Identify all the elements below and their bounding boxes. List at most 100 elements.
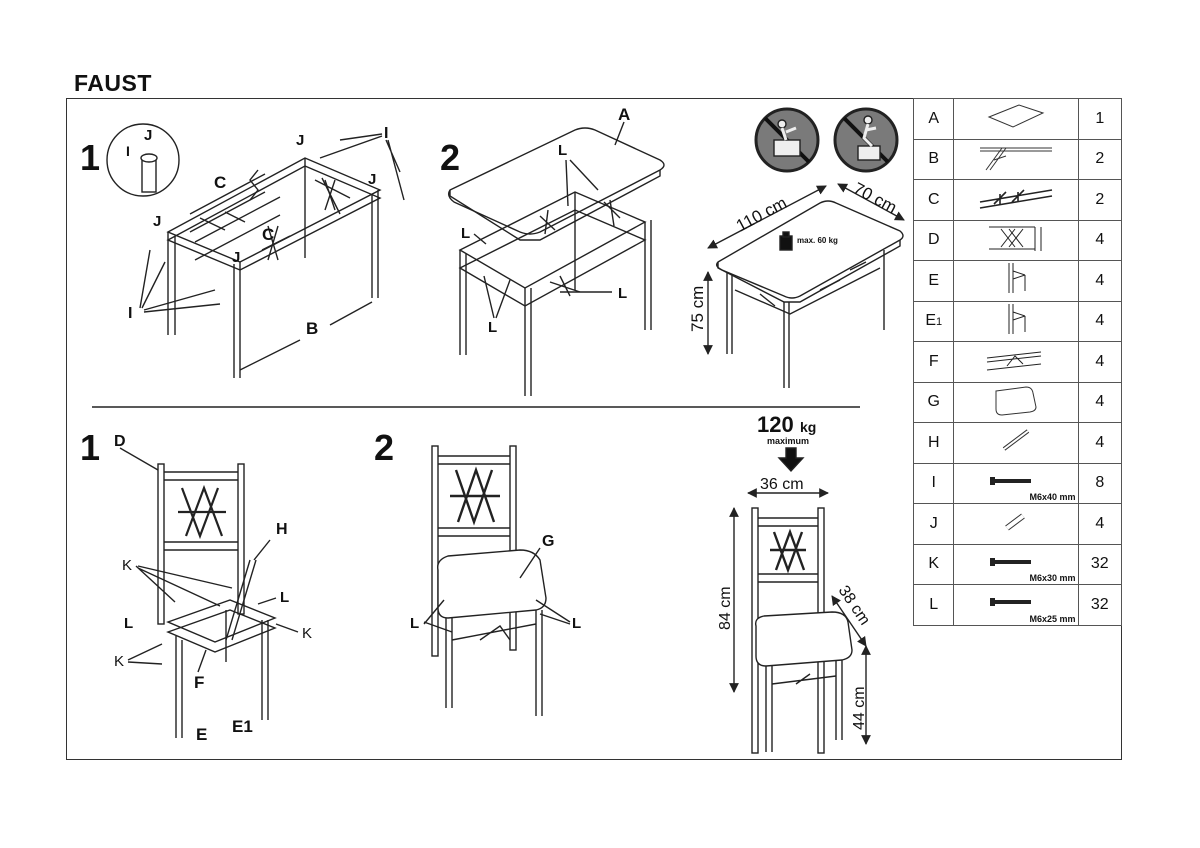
part-picture [953,503,1079,545]
part-code-text: I [931,474,936,492]
part-code: A [912,98,955,140]
label-I: I [126,143,130,159]
label-B: B [306,319,318,338]
table-leg-frame-icon [976,147,1056,176]
label-L: L [558,142,567,159]
label-K: K [114,653,124,670]
part-picture [953,138,1079,180]
side-rail-icon [976,189,1056,216]
part-code-text: J [929,514,938,532]
weight-icon [779,235,793,251]
chair-dimension-drawing: 120 kg maximum 36 cm 84 cm 38 cm 44 cm [717,412,873,754]
label-J: J [368,171,376,188]
part-code-text: L [929,595,939,613]
label-L: L [572,615,581,632]
part-code: E [912,260,955,302]
part-code: L [912,584,955,626]
part-code: D [912,219,955,261]
part-quantity: 4 [1077,503,1123,545]
part-quantity: 32 [1077,584,1123,626]
chair-load-value: 120 [757,412,794,437]
step-number: 1 [80,137,100,178]
part-picture [953,381,1079,423]
rod-icon [986,429,1046,459]
part-code-text: H [927,433,940,451]
part-quantity: 8 [1077,462,1123,504]
part-quantity: 1 [1077,98,1123,140]
tabletop-drawing [447,127,665,235]
table-dimension-drawing: 110 cm 70 cm 75 cm max. 60 kg [688,179,905,388]
label-I: I [384,125,388,142]
part-code-text: B [928,150,940,168]
label-K: K [302,625,312,642]
label-E1: E1 [232,717,253,736]
label-C: C [214,173,226,192]
part-code: B [912,138,955,180]
part-code-text: G [927,393,940,411]
chair-width-label: 36 cm [760,476,804,493]
chair-load-note: maximum [767,436,809,446]
part-picture [953,260,1079,302]
label-E: E [196,725,207,744]
label-L: L [461,225,470,242]
label-L: L [124,615,133,632]
part-picture: M6x30 mm [953,543,1079,585]
step-number: 2 [440,137,460,178]
label-L: L [410,615,419,632]
part-code: H [912,422,955,464]
part-picture [953,300,1079,342]
label-G: G [542,533,554,550]
part-quantity: 2 [1077,138,1123,180]
label-K: K [122,557,132,574]
table-height-label: 75 cm [688,286,707,332]
label-L: L [280,589,289,606]
no-standing-warning-icon [754,107,820,173]
seat-cushion-icon [986,386,1046,421]
step-number: 1 [80,427,100,468]
label-L: L [488,319,497,336]
label-F: F [194,673,204,692]
part-picture [953,179,1079,221]
part-picture [953,341,1079,383]
part-code-text: K [928,555,940,573]
bolt-icon [986,475,1046,492]
part-spec: M6x40 mm [1029,492,1076,502]
part-quantity: 4 [1077,260,1123,302]
chair-height-label: 84 cm [717,586,734,630]
part-code-text: C [927,190,940,208]
part-code-text: F [928,352,939,370]
chair-leg-mirror-icon [991,303,1041,340]
label-A: A [618,105,630,124]
step-number: 2 [374,427,394,468]
part-code-text: A [928,109,940,127]
label-J: J [153,213,161,230]
part-code: I [912,462,955,504]
part-picture [953,422,1079,464]
part-quantity: 4 [1077,422,1123,464]
part-quantity: 32 [1077,543,1123,585]
part-quantity: 4 [1077,300,1123,342]
table-step2-drawing: 2 A L L L L [440,105,665,396]
table-max-load-label: max. 60 kg [797,236,838,245]
chair-load-unit: kg [800,419,816,435]
part-picture: M6x25 mm [953,584,1079,626]
part-code: K [912,543,955,585]
part-code-text: E [928,271,940,289]
label-J: J [296,132,304,149]
table-step1-drawing: 1 J I C C B J J J J I I [80,123,405,378]
part-quantity: 4 [1077,219,1123,261]
part-code: G [912,381,955,423]
chair-step1-drawing: 1 D H K L L K K F E E1 [80,427,312,744]
down-arrow-icon [777,447,805,473]
seat-cushion-drawing [437,549,547,619]
